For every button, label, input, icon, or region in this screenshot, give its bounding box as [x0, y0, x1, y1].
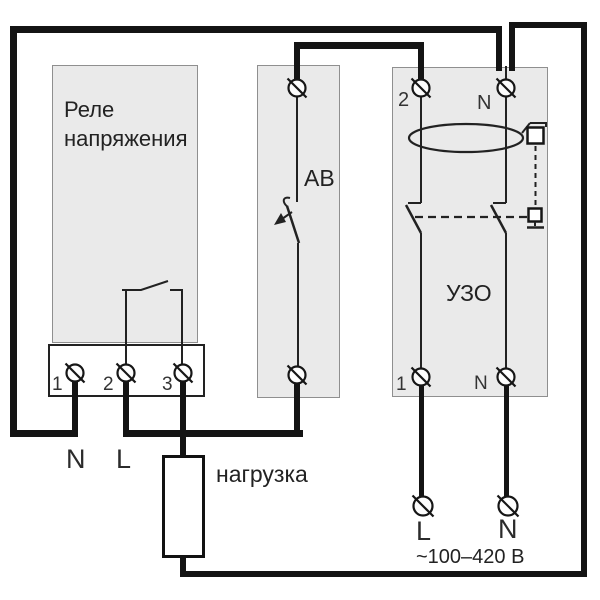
- relay-terminal-1-label: 1: [52, 374, 63, 395]
- wire-neutral-stub-right: [509, 22, 515, 71]
- wire-return-bottom-run: [180, 571, 587, 577]
- wire-line-horizontal-to-relay2: [123, 430, 303, 437]
- wire-neutral-stub-left: [496, 26, 502, 71]
- rcd-terminal-1-label: 1: [396, 374, 407, 395]
- wire-rcdn-to-supply-n: [504, 385, 509, 497]
- breaker-box: [257, 65, 340, 398]
- rcd-terminal-2-label: 2: [398, 89, 410, 111]
- rcd-box: [392, 67, 548, 397]
- neutral-wire-label: N: [66, 444, 86, 474]
- rcd-terminal-n-bottom-label: N: [474, 373, 488, 394]
- relay-label: Реле напряжения: [64, 97, 188, 151]
- wire-breaker-bottom-drop: [294, 383, 300, 437]
- wire-relay3-to-load: [180, 381, 186, 457]
- relay-terminal-3-label: 3: [162, 374, 173, 395]
- supply-neutral-label: N: [498, 514, 518, 544]
- supply-line-label: L: [416, 516, 432, 546]
- load-box: [162, 455, 205, 558]
- breaker-label: АВ: [304, 165, 335, 191]
- wire-return-right-run: [581, 22, 587, 577]
- supply-voltage-label: ~100–420 В: [416, 546, 525, 568]
- wire-rcd-terminal2-stub: [418, 42, 424, 82]
- relay-terminal-2-label: 2: [103, 374, 114, 395]
- wire-neutral-left-run: [10, 26, 17, 437]
- supply-screw-l-icon: [411, 494, 435, 518]
- wire-return-top-run: [509, 22, 587, 28]
- wire-relay-terminal1-drop: [72, 381, 78, 437]
- wire-neutral-to-relay-horizontal: [10, 430, 78, 437]
- wire-breaker-top-stub: [294, 42, 300, 82]
- wire-load-bottom-drop: [180, 556, 186, 574]
- wire-rcd1-to-supply-l: [419, 385, 424, 497]
- wire-neutral-top-run: [10, 26, 502, 33]
- line-wire-label: L: [116, 444, 132, 474]
- wire-relay-terminal2-drop: [123, 381, 129, 437]
- rcd-label: УЗО: [446, 280, 492, 306]
- rcd-terminal-n-top-label: N: [477, 92, 492, 114]
- load-label: нагрузка: [216, 461, 308, 487]
- wire-breaker-rcd-jumper: [294, 42, 424, 49]
